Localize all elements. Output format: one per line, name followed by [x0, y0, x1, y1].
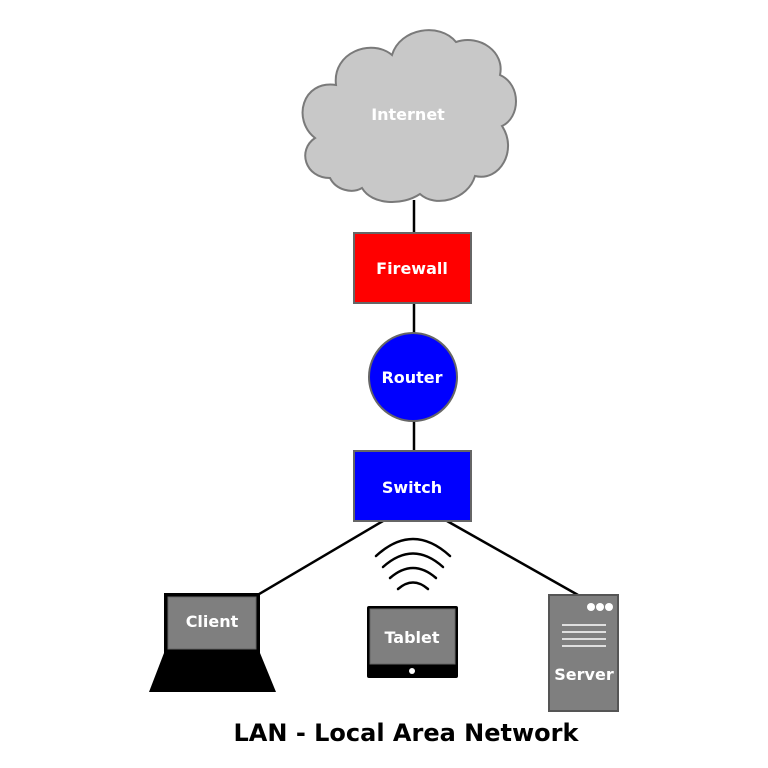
- switch-label: Switch: [382, 478, 442, 497]
- server-body: [548, 594, 619, 712]
- server-node: Server: [548, 594, 619, 712]
- tablet-screen: [369, 608, 456, 665]
- router-label: Router: [381, 368, 442, 387]
- client-label: Client: [186, 612, 239, 631]
- connections: [243, 200, 579, 605]
- internet-node: Internet: [301, 29, 517, 204]
- server-vents: [562, 624, 606, 647]
- laptop-screen: [167, 596, 257, 650]
- wifi-arc-3: [388, 566, 438, 580]
- firewall-node: Firewall: [353, 232, 472, 304]
- wifi-arc-2: [381, 552, 445, 569]
- wifi-icon: [374, 537, 452, 591]
- laptop-icon: [149, 593, 276, 692]
- server-icon: [548, 594, 619, 712]
- wifi-arc-outer: [374, 537, 452, 558]
- switch-node: Switch: [353, 450, 472, 522]
- tablet-home-button: [409, 668, 415, 674]
- tablet-icon: [367, 606, 458, 678]
- firewall-box: [353, 232, 472, 304]
- tablet-node: Tablet: [367, 606, 458, 678]
- cloud-icon: [301, 29, 517, 204]
- server-led-3: [605, 603, 613, 611]
- internet-label: Internet: [371, 105, 445, 124]
- laptop-base: [149, 653, 276, 692]
- server-led-1: [587, 603, 595, 611]
- server-label: Server: [554, 665, 614, 684]
- tablet-label: Tablet: [384, 628, 439, 647]
- switch-box: [353, 450, 472, 522]
- client-node: Client: [149, 593, 276, 692]
- router-node: Router: [368, 332, 458, 422]
- router-circle: [368, 332, 458, 422]
- diagram-title: LAN - Local Area Network: [234, 719, 580, 747]
- wifi-arc-inner: [396, 581, 430, 591]
- link-switch-client: [243, 519, 384, 605]
- server-led-2: [596, 603, 604, 611]
- link-switch-server: [446, 519, 579, 597]
- firewall-label: Firewall: [376, 259, 448, 278]
